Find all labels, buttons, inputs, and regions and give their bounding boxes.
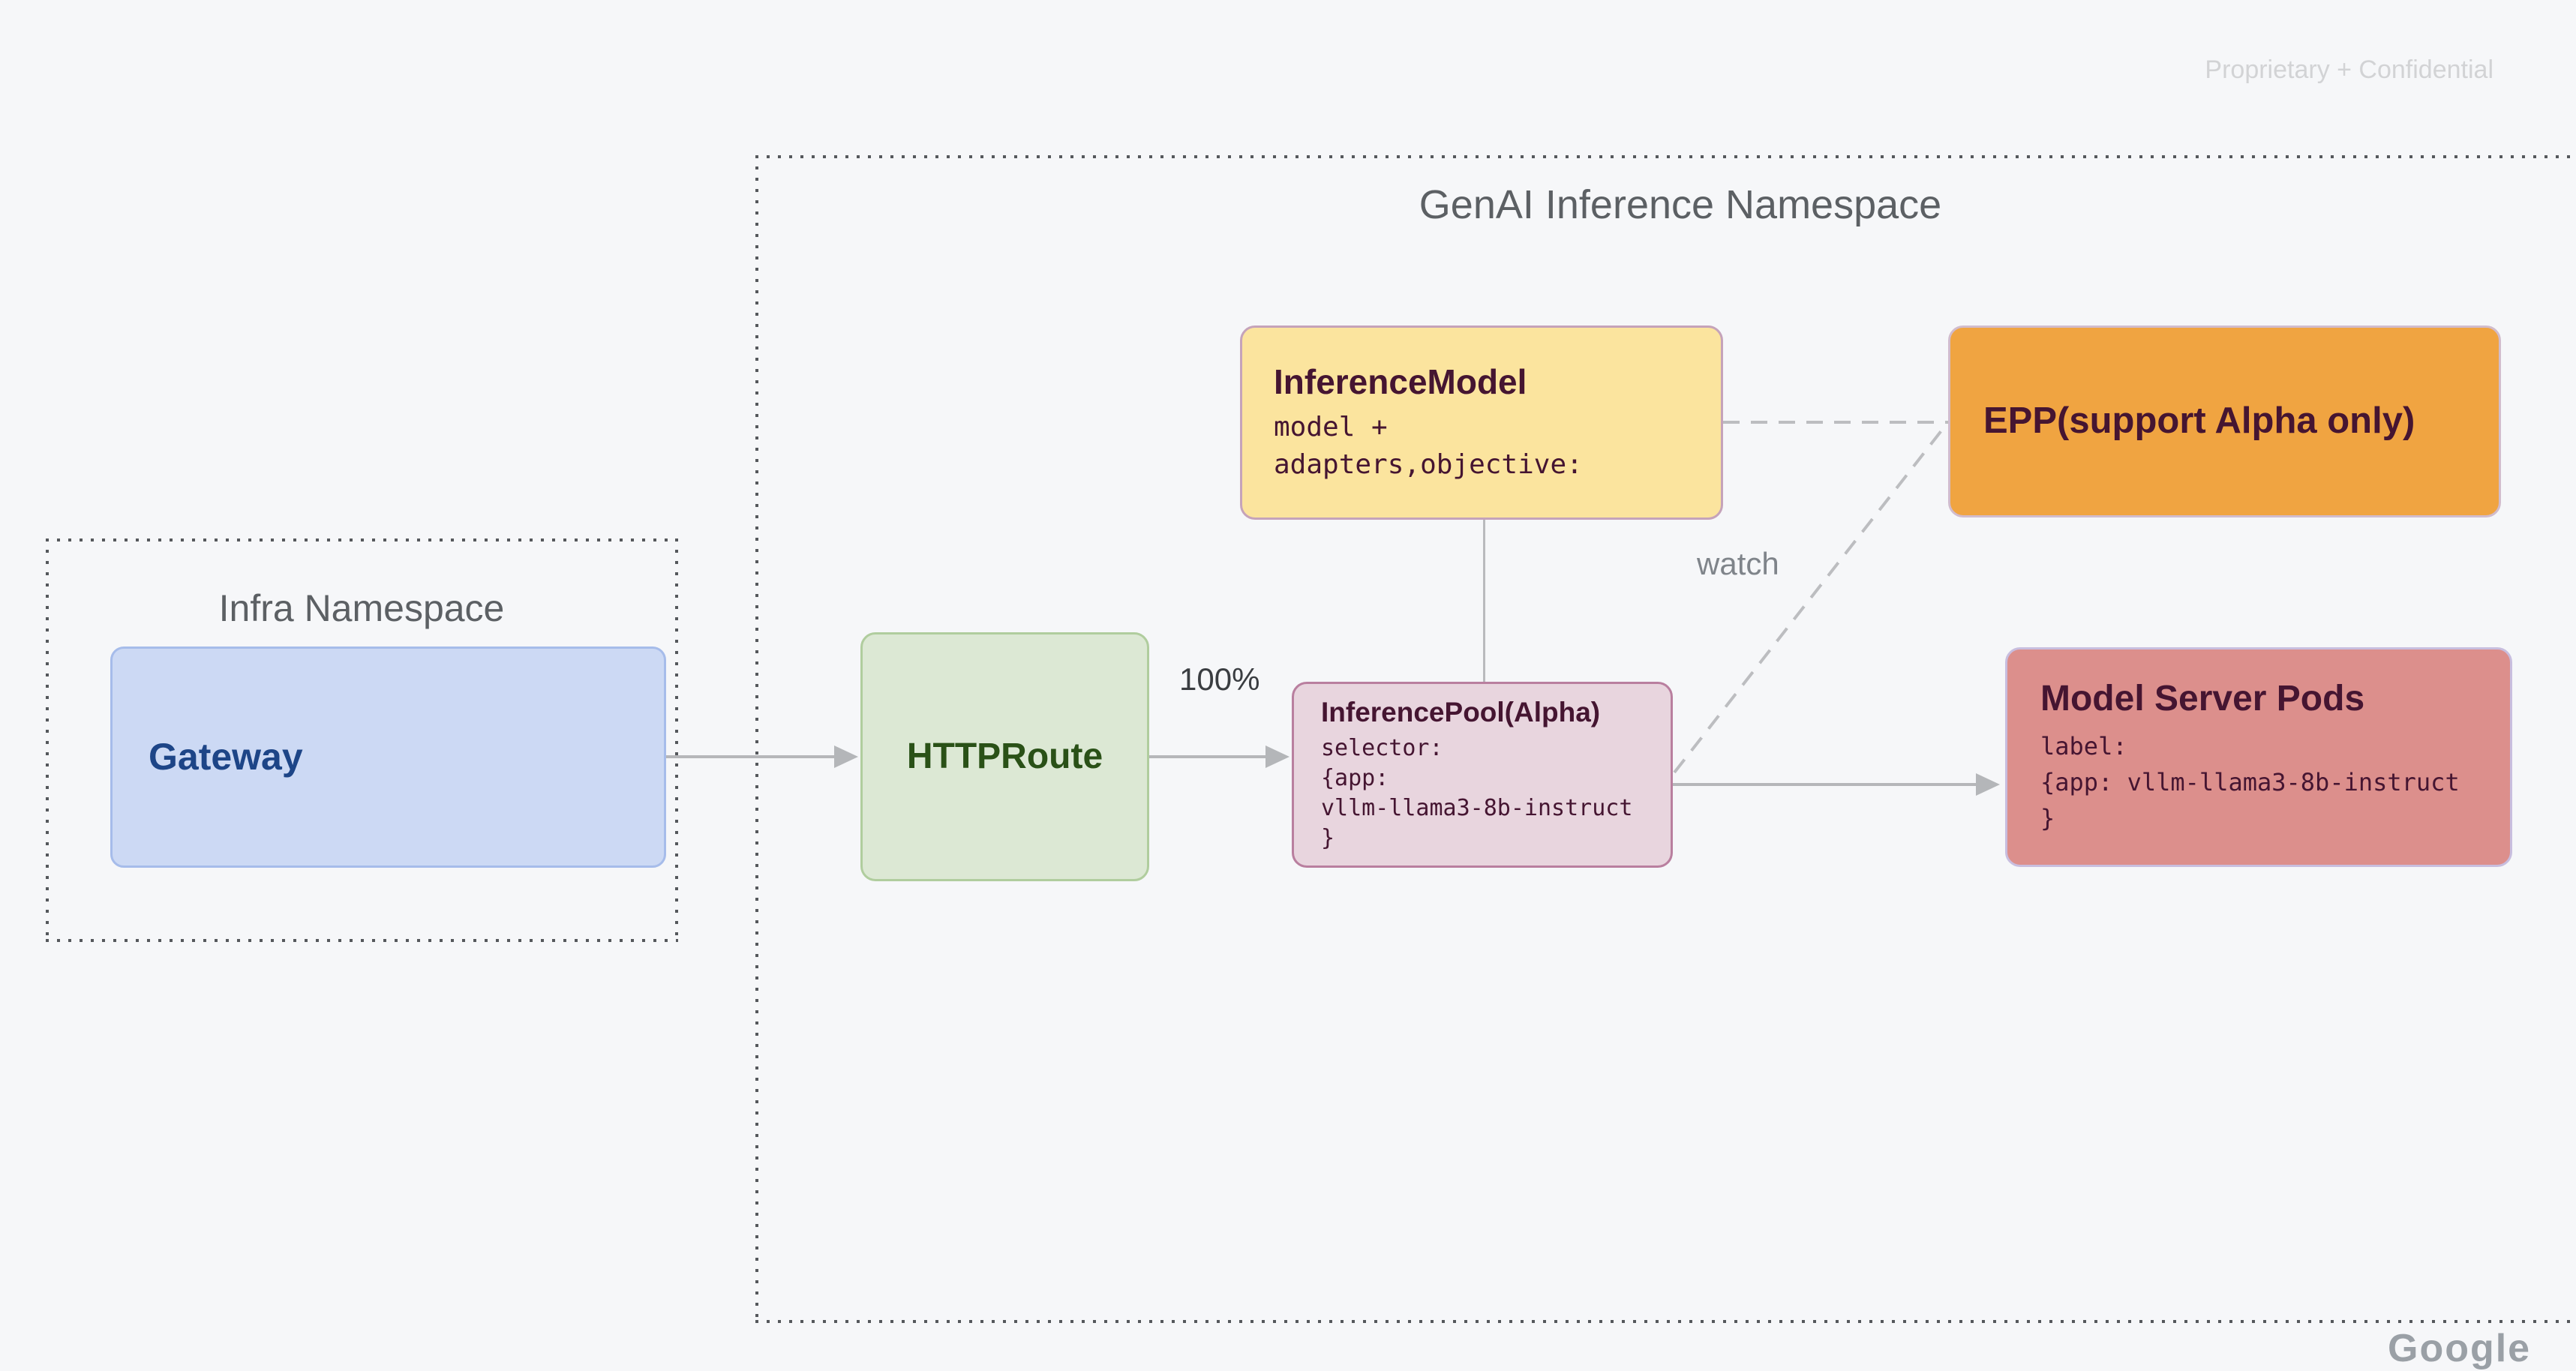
genai-frame-top-border: [755, 155, 2576, 158]
inference-pool-node: InferencePool(Alpha) selector: {app: vll…: [1292, 682, 1673, 868]
genai-frame-left-border: [755, 155, 758, 1322]
model-server-pods-spec-line: }: [2040, 803, 2055, 832]
pool-to-pods-arrowhead-icon: [1976, 773, 2000, 796]
model-to-pool-line: [1483, 520, 1485, 682]
infra-frame-right-border: [675, 538, 678, 942]
inference-model-spec-line: adapters,objective:: [1274, 448, 1583, 480]
inference-model-spec-line: model +: [1274, 411, 1388, 442]
gateway-to-httproute-line: [666, 755, 837, 758]
gateway-node: Gateway: [110, 646, 666, 868]
inference-pool-title: InferencePool(Alpha): [1321, 697, 1601, 728]
inference-pool-spec-line: vllm-llama3-8b-instruct: [1321, 794, 1633, 821]
watch-label: watch: [1697, 546, 1779, 581]
httproute-to-pool-line: [1149, 755, 1268, 758]
httproute-title: HTTPRoute: [906, 736, 1103, 776]
model-server-pods-spec-line: label:: [2040, 731, 2127, 760]
gateway-to-httproute-arrowhead-icon: [834, 746, 858, 768]
model-server-pods-node: Model Server Pods label: {app: vllm-llam…: [2005, 647, 2512, 867]
httproute-to-pool-arrowhead-icon: [1265, 746, 1290, 768]
gateway-title: Gateway: [149, 736, 303, 778]
traffic-percent-label: 100%: [1179, 662, 1260, 697]
genai-namespace-title: GenAI Inference Namespace: [1419, 182, 1942, 227]
epp-node: EPP(support Alpha only): [1948, 326, 2501, 518]
model-to-epp-dashed-line: [1723, 421, 1948, 424]
confidential-marker: Proprietary + Confidential: [2205, 56, 2493, 84]
infra-frame-top-border: [46, 538, 678, 542]
epp-title: EPP(support Alpha only): [1983, 400, 2415, 442]
infra-frame-bottom-border: [46, 939, 678, 942]
slide-canvas: { "slide": { "confidential": "Proprietar…: [46, 56, 2576, 1370]
inference-model-node: InferenceModel model + adapters,objectiv…: [1240, 326, 1723, 520]
inference-pool-spec-line: selector:: [1321, 734, 1443, 761]
inference-pool-spec-line: }: [1321, 824, 1335, 851]
pool-to-pods-line: [1673, 783, 1979, 786]
infra-frame-left-border: [46, 538, 49, 942]
inference-model-title: InferenceModel: [1274, 362, 1527, 402]
model-server-pods-spec-line: {app: vllm-llama3-8b-instruct: [2040, 767, 2460, 796]
infra-namespace-title: Infra Namespace: [218, 587, 505, 629]
inference-pool-spec-line: {app:: [1321, 764, 1389, 791]
genai-frame-bottom-border: [755, 1320, 2576, 1323]
model-server-pods-title: Model Server Pods: [2040, 679, 2365, 719]
httproute-node: HTTPRoute: [860, 632, 1149, 881]
google-logo: Google: [2388, 1327, 2532, 1370]
